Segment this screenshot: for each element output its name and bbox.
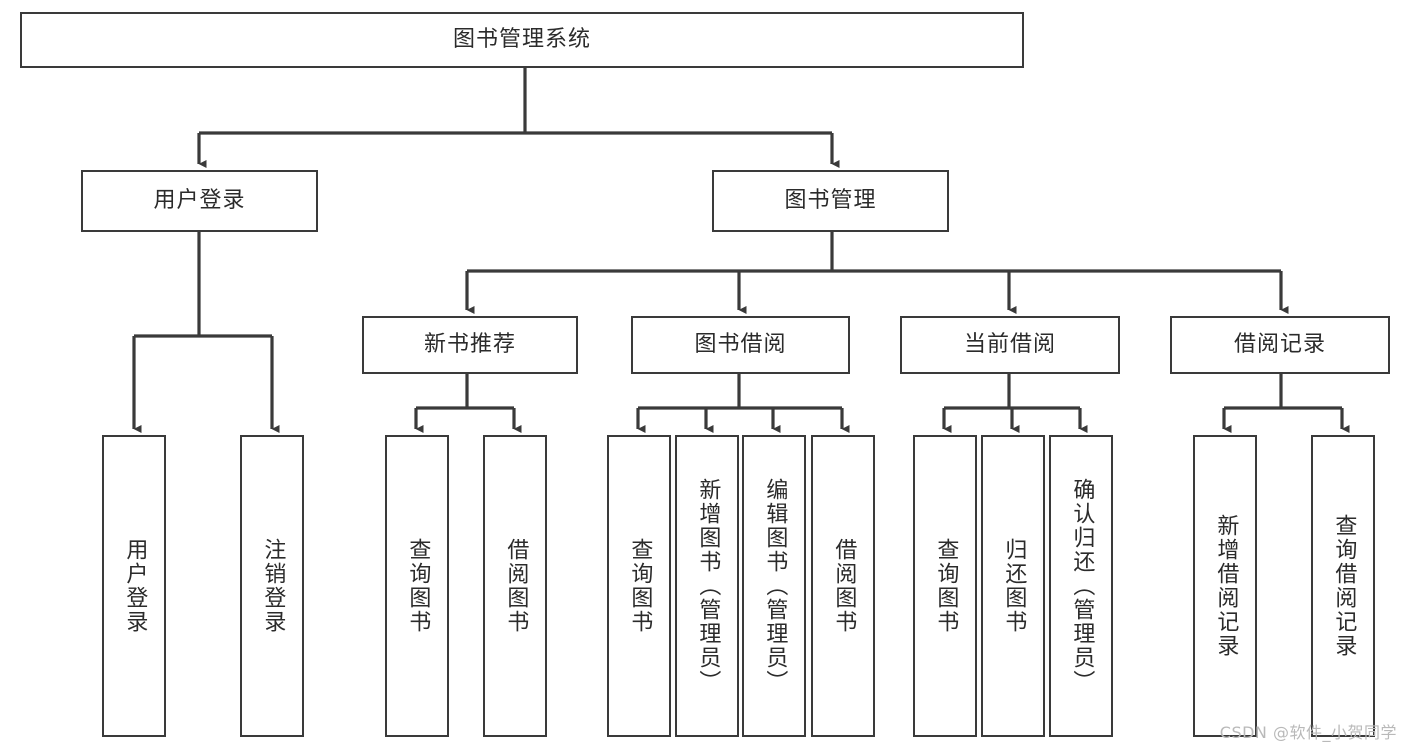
- leaf-confirm-return[interactable]: 确认归还（管理员）: [1049, 435, 1113, 737]
- node-new-book-recommend-label: 新书推荐: [423, 332, 516, 358]
- node-current-borrow-label: 当前借阅: [963, 332, 1056, 358]
- leaf-add-book-label: 新增图书（管理员）: [695, 478, 721, 694]
- watermark: CSDN @软件_小贺同学: [1219, 723, 1397, 742]
- node-root-label: 图书管理系统: [452, 27, 591, 53]
- node-borrow-record[interactable]: 借阅记录: [1170, 316, 1390, 374]
- leaf-borrow-book-2[interactable]: 借阅图书: [811, 435, 875, 737]
- leaf-return-book-label: 归还图书: [1001, 538, 1027, 634]
- leaf-user-login[interactable]: 用户登录: [102, 435, 166, 737]
- node-book-borrow-label: 图书借阅: [694, 332, 787, 358]
- node-current-borrow[interactable]: 当前借阅: [900, 316, 1120, 374]
- node-root[interactable]: 图书管理系统: [20, 12, 1024, 68]
- leaf-logout-login[interactable]: 注销登录: [240, 435, 304, 737]
- leaf-query-book-3[interactable]: 查询图书: [913, 435, 977, 737]
- leaf-borrow-book-1-label: 借阅图书: [503, 538, 529, 634]
- leaf-query-book-3-label: 查询图书: [933, 538, 959, 634]
- leaf-logout-login-label: 注销登录: [260, 538, 286, 634]
- leaf-user-login-label: 用户登录: [122, 538, 148, 634]
- node-user-login[interactable]: 用户登录: [81, 170, 318, 232]
- node-new-book-recommend[interactable]: 新书推荐: [362, 316, 578, 374]
- node-book-borrow[interactable]: 图书借阅: [631, 316, 850, 374]
- node-borrow-record-label: 借阅记录: [1233, 332, 1326, 358]
- leaf-query-record-label: 查询借阅记录: [1331, 514, 1357, 658]
- leaf-query-book-2[interactable]: 查询图书: [607, 435, 671, 737]
- leaf-query-record[interactable]: 查询借阅记录: [1311, 435, 1375, 737]
- node-book-manage[interactable]: 图书管理: [712, 170, 949, 232]
- leaf-query-book-1-label: 查询图书: [405, 538, 431, 634]
- leaf-return-book[interactable]: 归还图书: [981, 435, 1045, 737]
- leaf-query-book-2-label: 查询图书: [627, 538, 653, 634]
- leaf-query-book-1[interactable]: 查询图书: [385, 435, 449, 737]
- leaf-edit-book-label: 编辑图书（管理员）: [762, 478, 788, 694]
- leaf-edit-book[interactable]: 编辑图书（管理员）: [742, 435, 806, 737]
- leaf-confirm-return-label: 确认归还（管理员）: [1069, 478, 1095, 694]
- leaf-borrow-book-1[interactable]: 借阅图书: [483, 435, 547, 737]
- leaf-add-record[interactable]: 新增借阅记录: [1193, 435, 1257, 737]
- node-book-manage-label: 图书管理: [784, 188, 877, 214]
- leaf-add-record-label: 新增借阅记录: [1213, 514, 1239, 658]
- node-user-login-label: 用户登录: [153, 188, 246, 214]
- leaf-add-book[interactable]: 新增图书（管理员）: [675, 435, 739, 737]
- leaf-borrow-book-2-label: 借阅图书: [831, 538, 857, 634]
